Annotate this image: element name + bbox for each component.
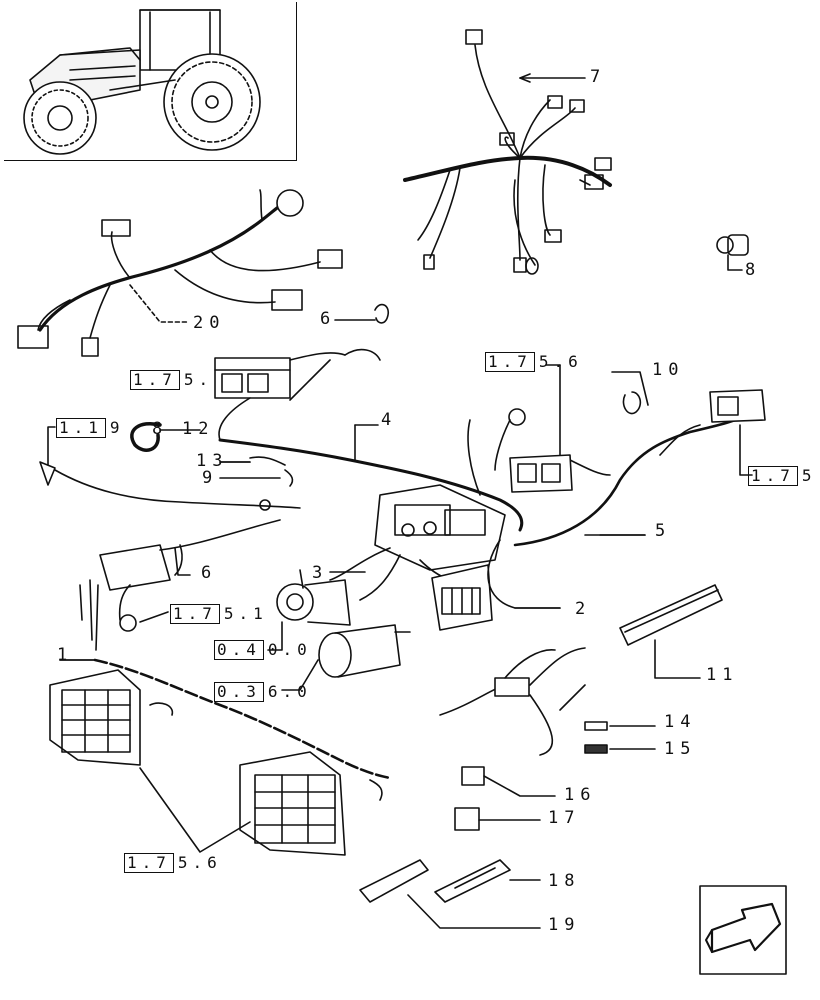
callout-8: 8: [745, 260, 762, 280]
callout-7: 7: [590, 67, 607, 87]
part-11: [619, 584, 723, 679]
part-6-clip: [334, 303, 390, 324]
callout-14: 14: [664, 712, 697, 732]
harness-4: [218, 359, 524, 532]
callout-9: 9: [202, 468, 219, 488]
callout-18: 18: [548, 871, 581, 891]
callout-4: 4: [381, 410, 398, 430]
dashboard-connector-block: [329, 484, 506, 601]
switch-module-right: [509, 364, 573, 493]
part-8: [716, 234, 749, 271]
callout-13: 13: [196, 451, 229, 471]
harness-20: [17, 189, 343, 357]
callout-10: 10: [652, 360, 685, 380]
callout-5: 5: [655, 521, 672, 541]
callout-1: 1: [57, 645, 74, 665]
callout-19: 19: [548, 915, 581, 935]
fuse-box-18: [434, 859, 541, 903]
part-12-ring: [130, 422, 201, 452]
harness-7: [403, 29, 612, 275]
switch-module-far-right: [659, 389, 766, 476]
leader-6b: [174, 547, 191, 576]
callout-17: 17: [548, 808, 581, 828]
part-15: [584, 744, 656, 754]
starter-motor: [281, 624, 411, 691]
alternator: [267, 569, 351, 651]
callout-3: 3: [312, 563, 329, 583]
harness-1: [59, 519, 392, 780]
leader-1-75-6-bottom: [139, 767, 251, 853]
callout-15: 15: [664, 739, 697, 759]
relay-16: [461, 766, 556, 797]
tractor-illustration: [23, 9, 261, 155]
fuse-box-19: [359, 859, 541, 929]
fuse-block: [431, 539, 561, 631]
sensor-cable-left: [39, 426, 301, 511]
callout-6b: 6: [201, 563, 218, 583]
headlight-left: [49, 669, 141, 766]
callout-2: 2: [575, 599, 592, 619]
cab-switch-module-left: [214, 348, 381, 441]
callout-16: 16: [564, 785, 597, 805]
callout-11: 11: [706, 665, 739, 685]
headlight-right: [239, 751, 383, 856]
callout-12: 12: [182, 419, 215, 439]
part-14: [584, 721, 656, 731]
relay-harness: [439, 647, 586, 756]
leader-1-75-1: [139, 611, 169, 623]
callout-20: 20: [193, 313, 226, 333]
callout-6a: 6: [320, 309, 337, 329]
arrow-down-left-icon[interactable]: [699, 885, 787, 975]
harness-5: [467, 408, 747, 547]
part-10: [611, 371, 649, 415]
part-9: [219, 469, 294, 487]
inset-frame: [4, 2, 297, 161]
relay-17: [454, 807, 541, 831]
callout-8b: 8: [152, 419, 169, 439]
part-13: [219, 456, 286, 466]
